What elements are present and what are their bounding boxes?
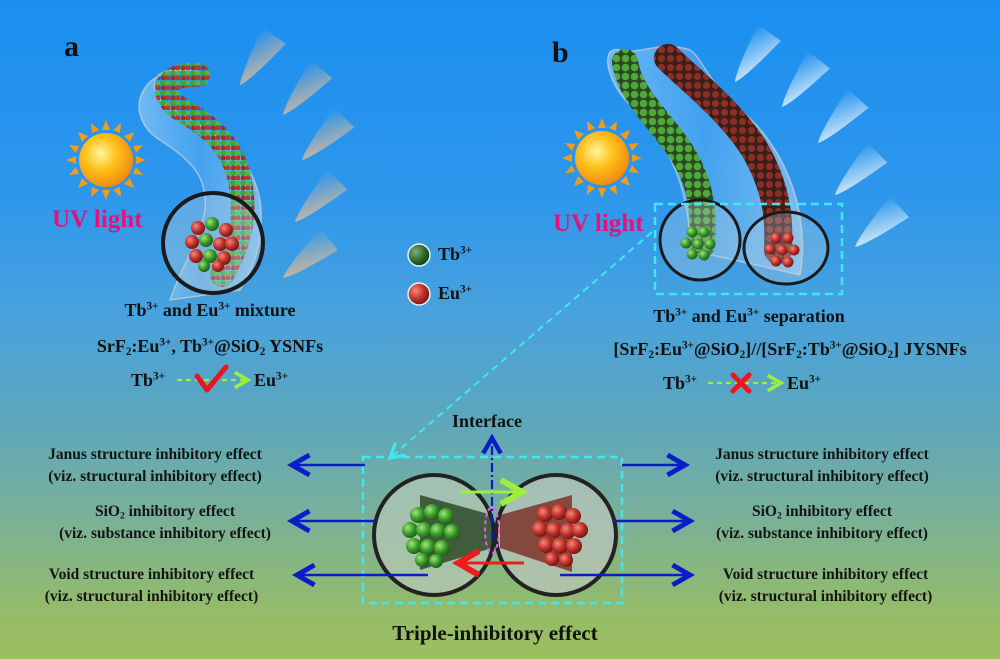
panel-label-b: b <box>552 36 569 69</box>
uv-light-label-b: UV light <box>553 210 644 237</box>
caption-title-a: Tb3+ and Eu3+ mixture <box>124 300 296 320</box>
interface-highlight <box>484 506 500 554</box>
legend-dot-tb <box>407 243 431 267</box>
transfer-from-b: Tb3+ <box>663 373 697 393</box>
legend-label-eu: Eu3+ <box>438 283 472 303</box>
formula-a: SrF2:Eu3+, Tb3+@SiO2 YSNFs <box>96 336 324 358</box>
interface-label: Interface <box>452 411 522 431</box>
caption-title-b: Tb3+ and Eu3+ separation <box>653 306 845 326</box>
cross-icon <box>730 372 752 394</box>
left-effect-void: Void structure inhibitory effect(viz. st… <box>44 566 259 605</box>
ysnf-fiber-mixture <box>138 62 265 301</box>
checkmark-icon <box>194 364 229 393</box>
formula-b: [SrF2:Eu3+@SiO2]//[SrF2:Tb3+@SiO2] JYSNF… <box>613 339 967 361</box>
legend-label-tb: Tb3+ <box>438 244 472 264</box>
left-effect-janus: Janus structure inhibitory effect(viz. s… <box>48 446 262 485</box>
panel-label-a: a <box>64 30 79 63</box>
sun-icon <box>66 120 146 200</box>
triple-inhibitory-title: Triple-inhibitory effect <box>392 621 598 645</box>
left-effect-sio2: SiO2 inhibitory effect(viz. substance in… <box>59 503 271 542</box>
legend-dot-eu <box>407 282 431 306</box>
emission-beams-orange <box>240 27 355 278</box>
cross-section-detail <box>372 473 618 597</box>
jysnf-fiber-janus <box>606 44 830 286</box>
right-effect-void: Void structure inhibitory effect(viz. st… <box>718 566 933 605</box>
callout-box-detail <box>361 455 624 605</box>
sun-icon <box>562 118 642 198</box>
transfer-to-b: Eu3+ <box>787 373 821 393</box>
right-effect-janus: Janus structure inhibitory effect(viz. s… <box>715 446 929 485</box>
callout-box-top <box>653 202 844 296</box>
transfer-to-a: Eu3+ <box>254 370 288 390</box>
effect-arrows-left <box>292 465 428 575</box>
uv-light-label-a: UV light <box>52 206 143 233</box>
right-effect-sio2: SiO2 inhibitory effect(viz. substance in… <box>716 503 928 542</box>
transfer-from-a: Tb3+ <box>131 370 165 390</box>
emission-beams-white <box>735 24 909 247</box>
effect-arrows-right <box>560 465 690 575</box>
callout-leader-line <box>387 231 653 461</box>
